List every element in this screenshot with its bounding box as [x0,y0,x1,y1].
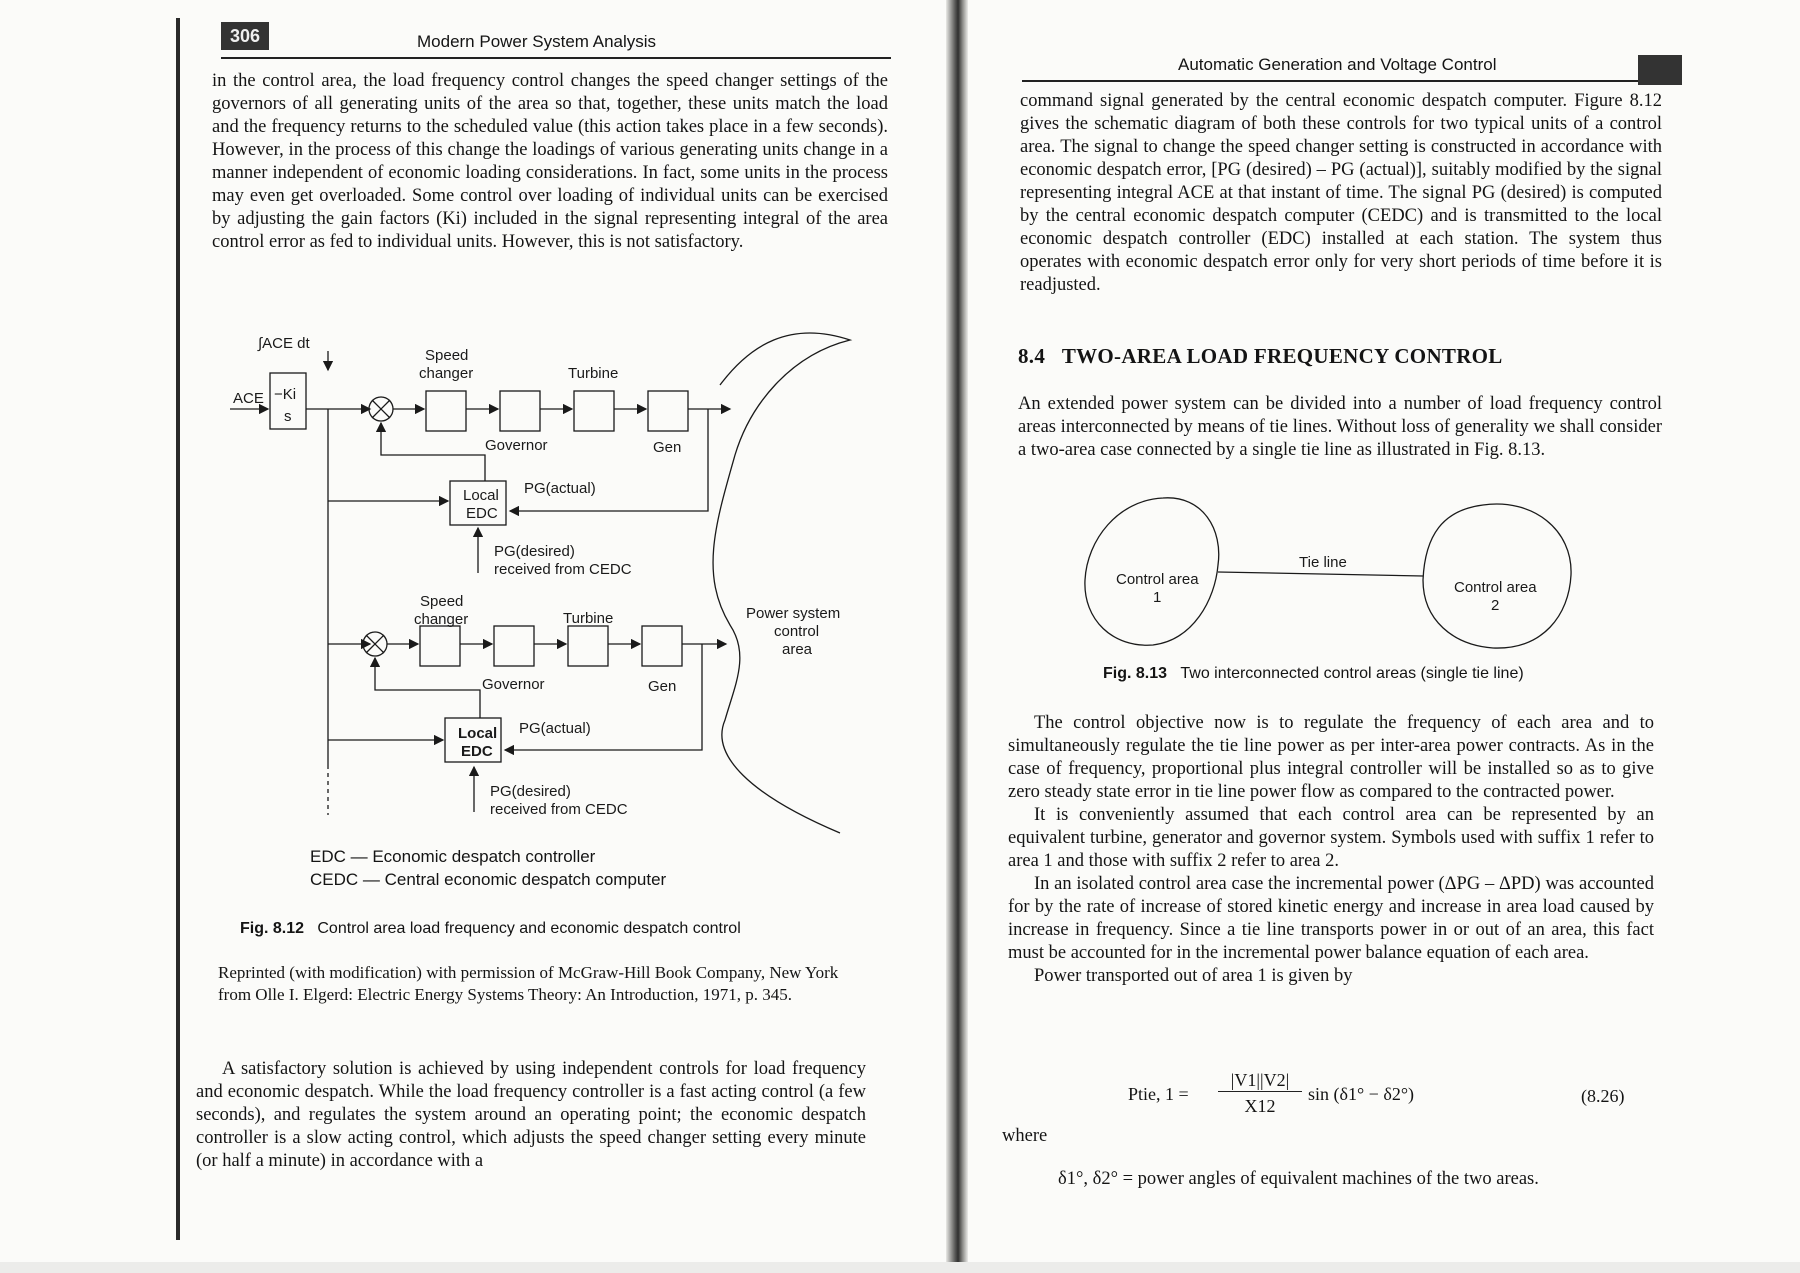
tie-line [1217,571,1424,577]
section-title: TWO-AREA LOAD FREQUENCY CONTROL [1061,344,1503,368]
section-number: 8.4 [1018,344,1046,368]
power-system-label-1: Power system [746,605,840,622]
speed-changer-label-1a: Speed [425,347,468,364]
gen-label-2: Gen [648,678,676,695]
fig-8-12-diagram: ∫ACE dt ACE −Ki s Speed changer Turbine … [230,332,853,834]
legend-edc: EDC — Economic despatch controller [310,847,596,866]
book-gutter [946,0,968,1273]
speed-changer-label-2b: changer [414,611,468,628]
figure-credit: Reprinted (with modification) with permi… [218,963,839,1004]
gain-denominator: s [284,408,292,425]
section-paragraph: An extended power system can be divided … [1018,394,1662,460]
area-2-number: 2 [1491,597,1499,614]
equation-number: (8.26) [1581,1086,1625,1106]
fig-8-12-caption-number: Fig. 8.12 [240,920,305,937]
right-intro-paragraph: command signal generated by the central … [1020,91,1662,295]
governor-label-1: Governor [485,437,548,454]
paragraph-isolated: In an isolated control area case the inc… [1008,874,1654,963]
running-head-left: Modern Power System Analysis [417,32,657,51]
pg-actual-label-1: PG(actual) [524,480,596,497]
page-number: 306 [221,22,269,50]
local-label-1: Local [463,487,499,504]
ace-label: ACE [233,390,264,407]
fig-8-12-legend: EDC — Economic despatch controller CEDC … [310,845,666,891]
fig-8-13-caption: Fig. 8.13 Two interconnected control are… [1103,665,1524,683]
fig-8-13-caption-text: Two interconnected control areas (single… [1180,665,1524,682]
header-rule-right [1022,80,1664,82]
area-1-label: Control area [1116,571,1199,588]
speed-changer-label-2a: Speed [420,593,463,610]
pg-desired-label-1: PG(desired) [494,543,575,560]
equation-numerator: |V1||V2| [1218,1070,1302,1092]
scan-bottom-edge [0,1262,1800,1273]
where-label: where [1002,1126,1048,1146]
tie-line-label: Tie line [1299,554,1347,571]
left-intro-paragraph: in the control area, the load frequency … [212,71,888,252]
pg-actual-label-2: PG(actual) [519,720,591,737]
power-system-label-3: area [782,641,813,658]
fig-8-13-caption-number: Fig. 8.13 [1103,665,1168,682]
fig-8-12-caption-text: Control area load frequency and economic… [317,920,741,937]
fig-8-12-caption: Fig. 8.12 Control area load frequency an… [240,920,741,938]
right-page: Automatic Generation and Voltage Control… [958,0,1800,1273]
speed-changer-label-1b: changer [419,365,473,382]
paragraph-power-transported: Power transported out of area 1 is given… [1034,966,1353,986]
turbine-label-2: Turbine [563,610,613,627]
received-from-label-2: received from CEDC [490,801,628,818]
gain-block [269,372,307,430]
edc-label-1: EDC [466,505,498,522]
legend-cedc: CEDC — Central economic despatch compute… [310,870,667,889]
paragraph-assumed: It is conveniently assumed that each con… [1008,805,1654,871]
pg-desired-label-2: PG(desired) [490,783,571,800]
left-page: 306 Modern Power System Analysis in the … [196,22,891,1171]
equation-denominator: X12 [1244,1096,1276,1116]
left-closing-paragraph: A satisfactory solution is achieved by u… [196,1059,866,1171]
fig-8-13-diagram: Control area 1 Control area 2 Tie line [1084,497,1572,649]
paragraph-objective: The control objective now is to regulate… [1008,713,1654,802]
control-area-1-shape [1084,497,1220,646]
section-heading: 8.4 TWO-AREA LOAD FREQUENCY CONTROL [1018,344,1503,369]
page-edge-line [176,18,180,1240]
gain-numerator: −Ki [274,386,296,403]
control-area-2-shape [1422,503,1572,649]
equation-rhs: sin (δ1° − δ2°) [1308,1084,1415,1104]
definition-line: δ1°, δ2° = power angles of equivalent ma… [1058,1169,1539,1189]
running-head-right: Automatic Generation and Voltage Control [1178,55,1497,74]
turbine-label-1: Turbine [568,365,618,382]
received-from-label-1: received from CEDC [494,561,632,578]
edc-label-2: EDC [461,743,493,760]
header-rule-left [221,57,891,59]
right-body-text: The control objective now is to regulate… [1008,712,1654,988]
local-label-2: Local [458,725,497,742]
governor-label-2: Governor [482,676,545,693]
equation-8-26: Ptie, 1 = |V1||V2| X12 sin (δ1° − δ2°) (… [1128,1070,1668,1120]
page-number-box-right [1638,55,1682,85]
power-system-label-2: control [774,623,819,640]
gen-label-1: Gen [653,439,681,456]
equation-lhs: Ptie, 1 = [1128,1084,1189,1104]
integral-ace-label: ∫ACE dt [257,335,310,352]
area-2-label: Control area [1454,579,1537,596]
area-1-number: 1 [1153,589,1161,606]
